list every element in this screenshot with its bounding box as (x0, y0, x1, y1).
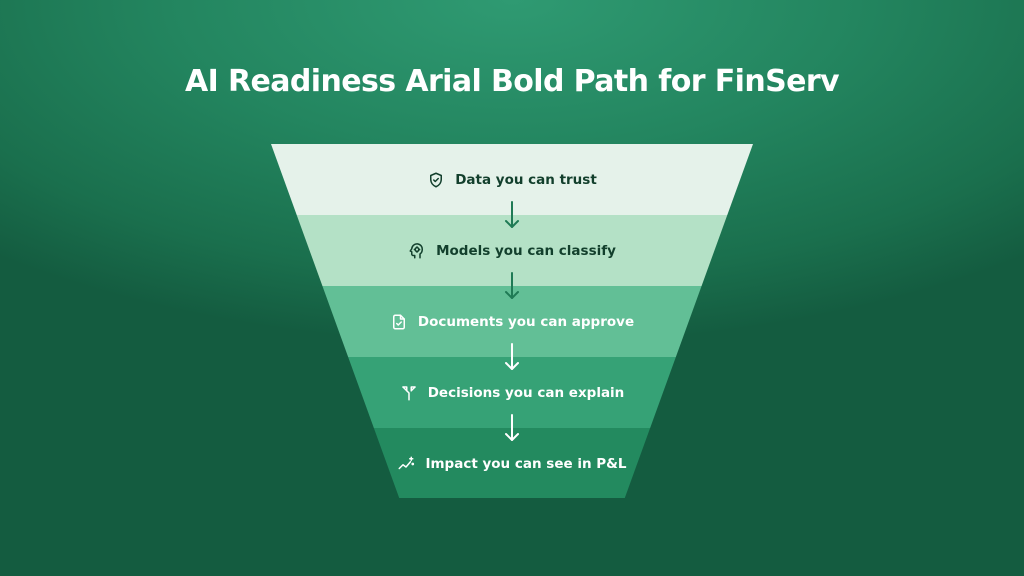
down-arrow-icon (503, 342, 521, 372)
down-arrow-icon (503, 413, 521, 443)
trend-sparkle-icon (397, 455, 415, 473)
readiness-funnel: Data you can trust Models you can classi… (271, 144, 753, 498)
stage-label: Impact you can see in P&L (425, 455, 627, 472)
stage-label: Models you can classify (436, 242, 616, 259)
shield-check-icon (427, 171, 445, 189)
stage-label: Decisions you can explain (427, 384, 625, 401)
split-arrows-icon (400, 384, 418, 402)
down-arrow-icon (503, 200, 521, 230)
page-title: AI Readiness Arial Bold Path for FinServ (185, 64, 840, 99)
document-check-icon (390, 313, 408, 331)
brain-head-icon (408, 242, 426, 260)
down-arrow-icon (503, 271, 521, 301)
stage-label: Documents you can approve (417, 313, 635, 330)
stage-label: Data you can trust (455, 171, 597, 188)
